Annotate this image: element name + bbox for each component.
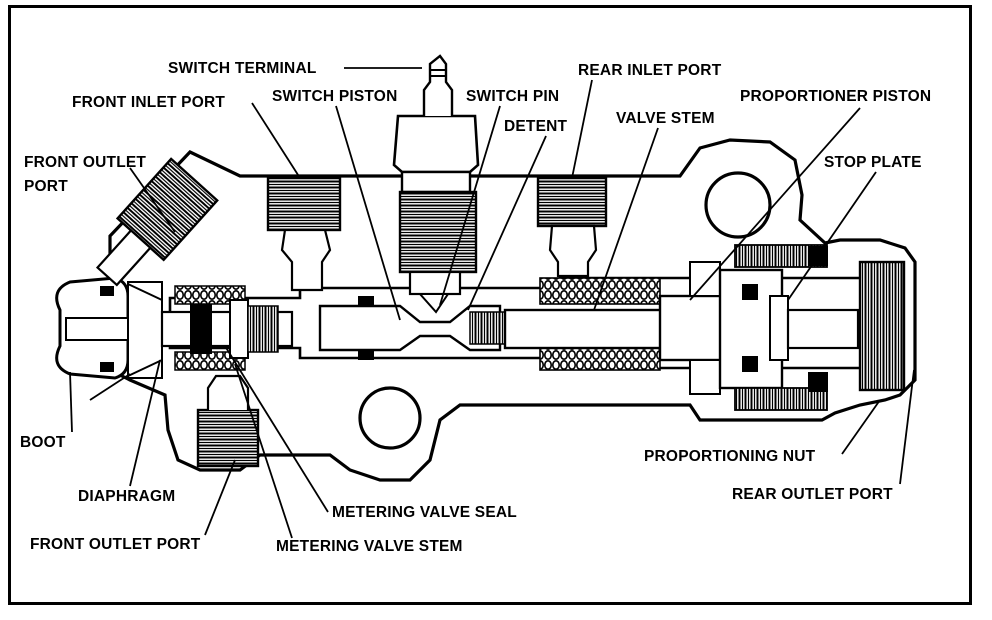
label-metering-valve-seal: METERING VALVE SEAL (332, 504, 517, 521)
label-proportioning-nut: PROPORTIONING NUT (644, 448, 816, 465)
mounting-hole-lower (358, 386, 422, 450)
label-front-outlet-port-bottom: FRONT OUTLET PORT (30, 536, 201, 553)
label-switch-piston: SWITCH PISTON (272, 88, 398, 105)
leader-lines (69, 67, 915, 539)
label-front-outlet-port-top-line2: PORT (24, 178, 68, 195)
label-switch-pin: SWITCH PIN (466, 88, 560, 105)
rear-outlet-port (858, 260, 906, 392)
label-switch-terminal: SWITCH TERMINAL (168, 60, 317, 77)
rear-inlet-port (536, 176, 608, 228)
label-rear-inlet-port: REAR INLET PORT (578, 62, 722, 79)
switch-piston-part (318, 304, 502, 352)
switch-terminal-connector (422, 54, 454, 116)
label-front-inlet-port: FRONT INLET PORT (72, 94, 226, 111)
label-metering-valve-stem: METERING VALVE STEM (276, 538, 463, 555)
front-inlet-port (266, 176, 342, 232)
mounting-hole-upper (704, 171, 772, 239)
diagram-frame (8, 5, 972, 605)
label-rear-outlet-port: REAR OUTLET PORT (732, 486, 893, 503)
label-boot: BOOT (20, 434, 66, 451)
switch-terminal-body (392, 114, 480, 174)
front-outlet-bottom-port (196, 408, 260, 468)
label-diaphragm: DIAPHRAGM (78, 488, 176, 505)
label-proportioner-piston: PROPORTIONER PISTON (740, 88, 932, 105)
diaphragm-part (127, 281, 163, 379)
label-valve-stem: VALVE STEM (616, 110, 715, 127)
label-front-outlet-port-top-line1: FRONT OUTLET (24, 154, 147, 171)
label-detent: DETENT (504, 118, 568, 135)
label-stop-plate: STOP PLATE (824, 154, 922, 171)
